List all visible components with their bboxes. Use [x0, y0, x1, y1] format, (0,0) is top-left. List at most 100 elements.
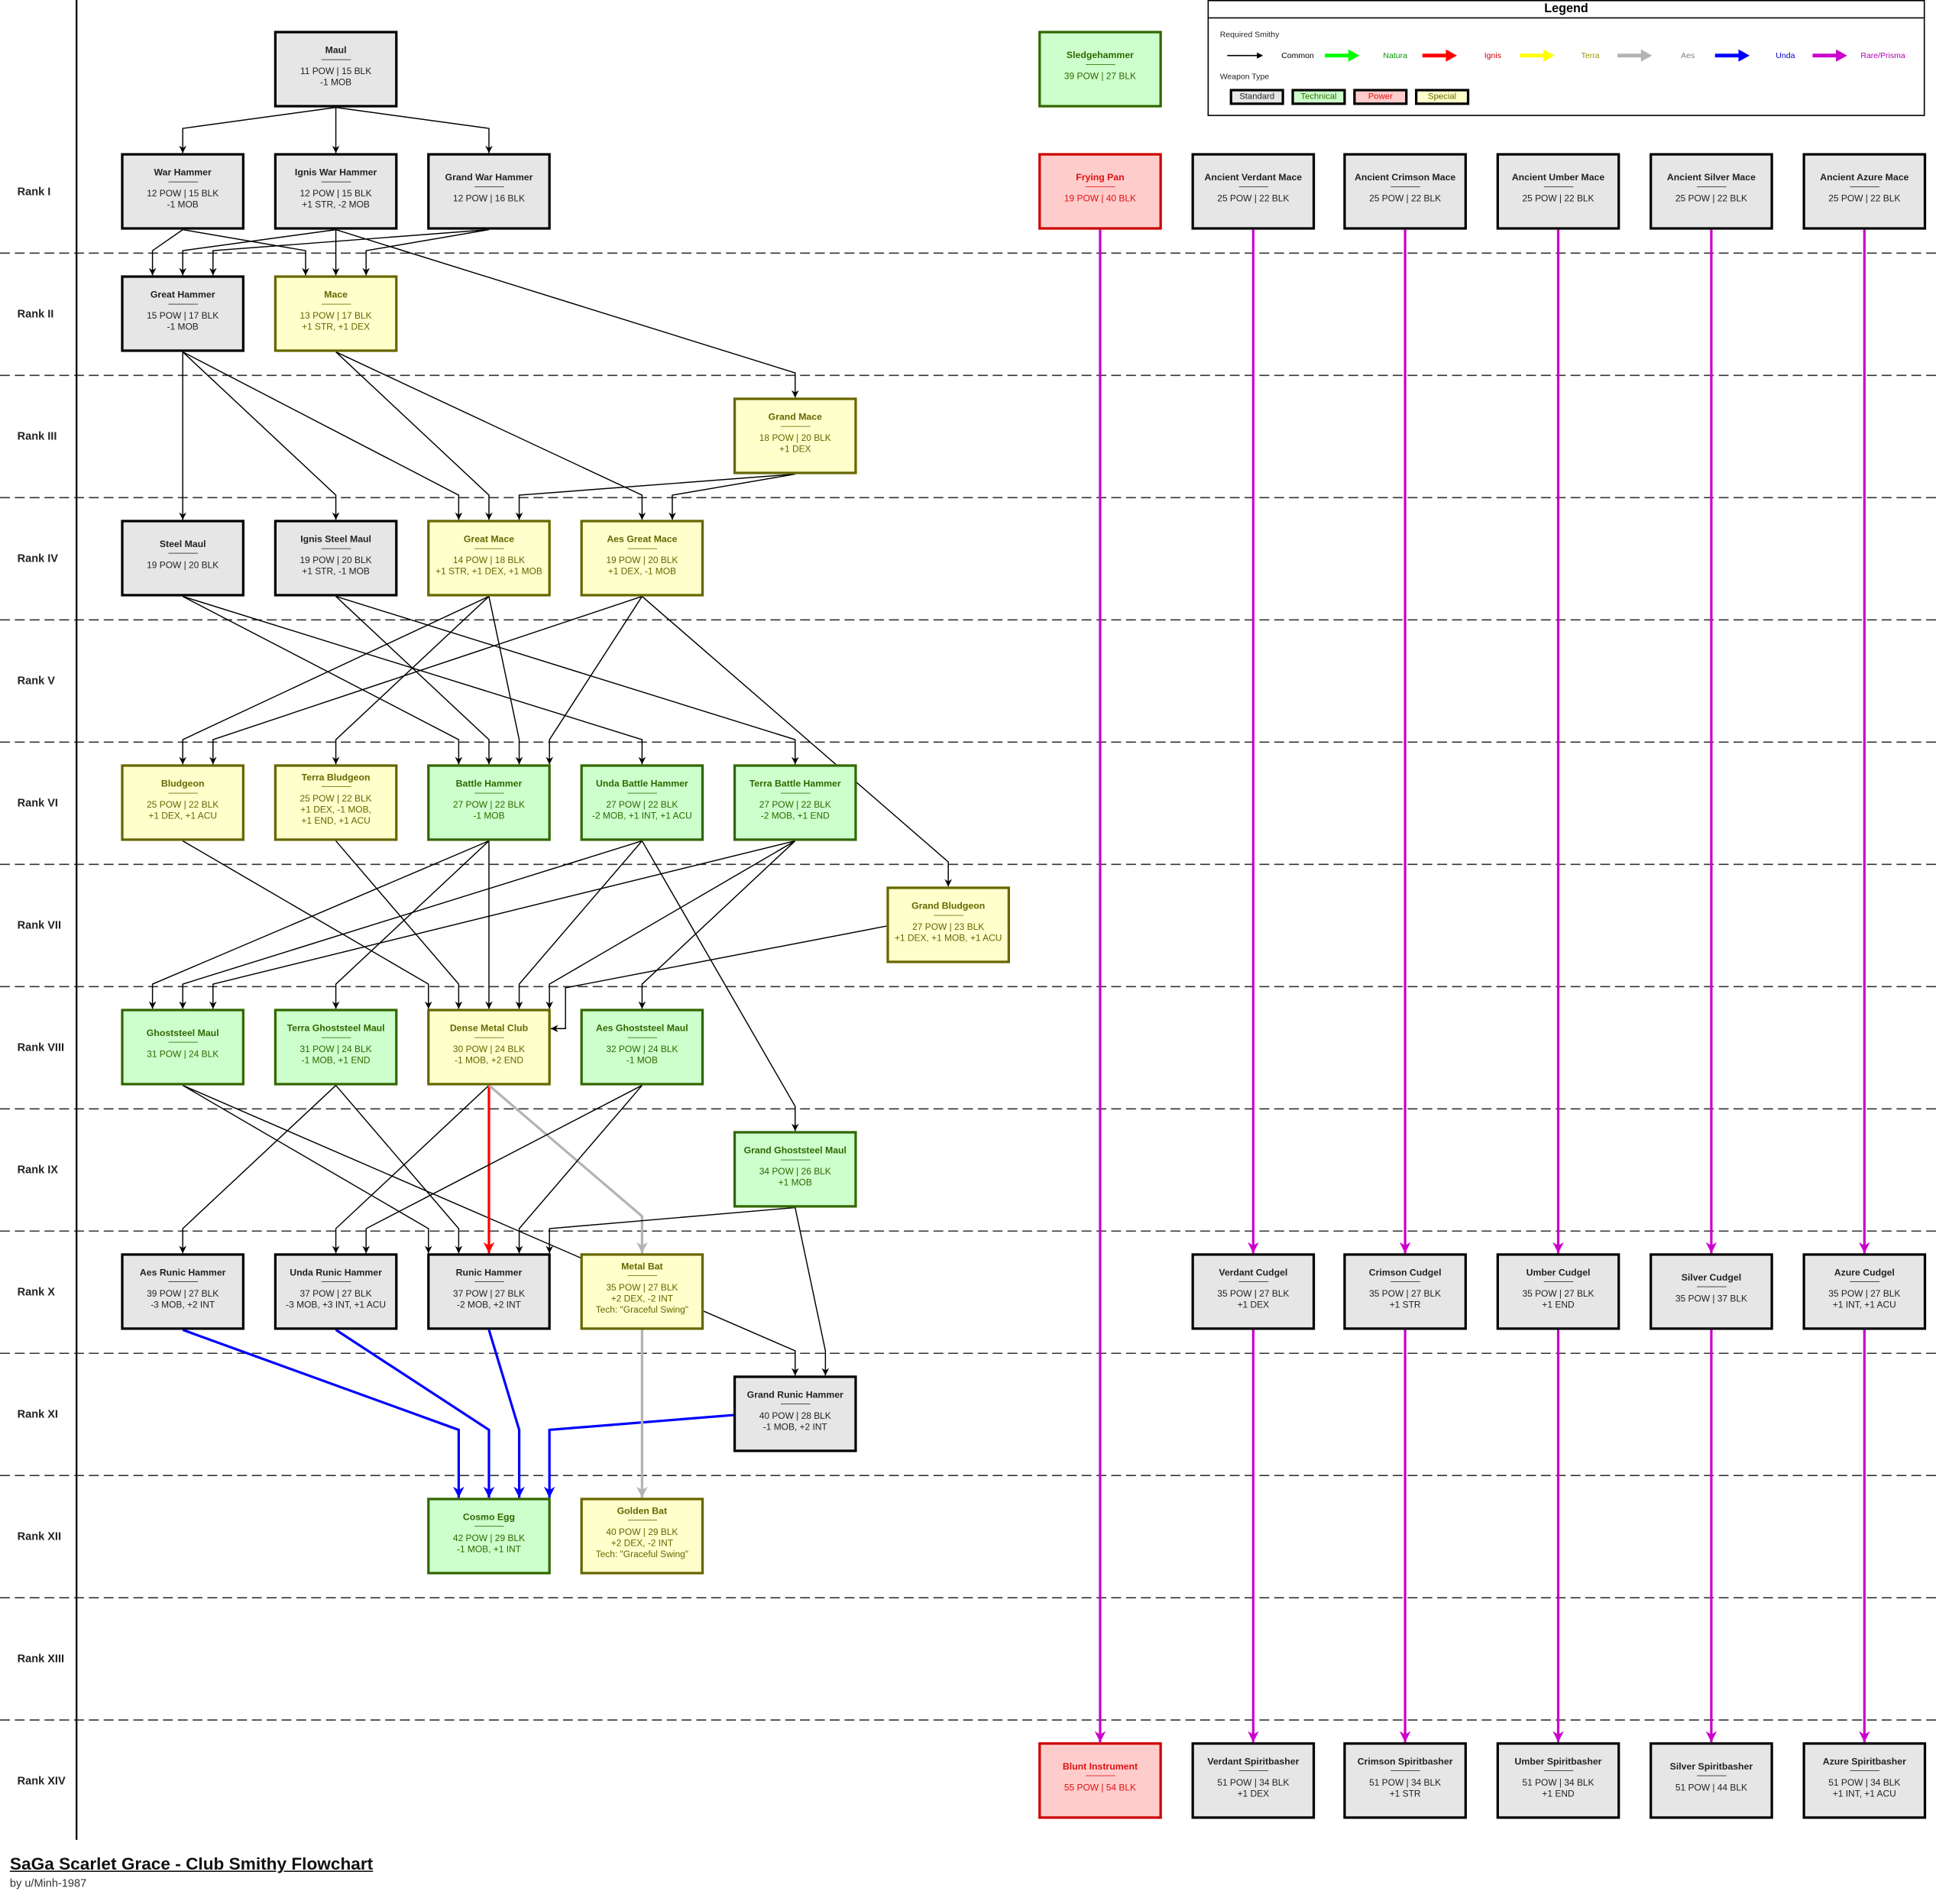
weapon-separator: -----------------	[474, 183, 504, 192]
weapon-separator: -----------------	[321, 1278, 351, 1287]
weapon-node-great-hammer: Great Hammer-----------------15 POW | 17…	[121, 275, 244, 352]
legend-smithy-label: Common	[1281, 51, 1314, 60]
arrow-icon	[1520, 49, 1555, 62]
weapon-stats: +1 STR, +1 DEX, +1 MOB	[435, 565, 542, 576]
weapon-node-metal-bat: Metal Bat-----------------35 POW | 27 BL…	[580, 1253, 704, 1330]
edge-ignis-steel-maul-to-terra-battle-hammer	[335, 595, 799, 765]
weapon-name: Verdant Cudgel	[1219, 1266, 1288, 1277]
weapon-node-grand-runic-hammer: Grand Runic Hammer-----------------40 PO…	[733, 1375, 857, 1452]
weapon-name: Umber Cudgel	[1526, 1266, 1591, 1277]
edge-terra-battle-hammer-to-dense-metal-club	[546, 840, 796, 1009]
weapon-separator: -----------------	[1543, 183, 1573, 192]
weapon-name: Dense Metal Club	[449, 1022, 529, 1033]
weapon-stats: +1 INT, +1 ACU	[1832, 1298, 1896, 1310]
weapon-stats: 42 POW | 29 BLK	[452, 1531, 525, 1543]
weapon-node-golden-bat: Golden Bat-----------------40 POW | 29 B…	[580, 1498, 704, 1575]
weapon-separator: -----------------	[627, 1273, 657, 1281]
legend-type-technical: Technical	[1291, 89, 1346, 105]
edge-battle-hammer-to-ghoststeel-maul	[148, 840, 490, 1009]
legend-smithy-label: Rare/Prisma	[1860, 51, 1905, 60]
weapon-node-war-hammer: War Hammer-----------------12 POW | 15 B…	[121, 153, 244, 230]
weapon-name: Ignis Steel Maul	[300, 533, 371, 544]
weapon-stats: 35 POW | 27 BLK	[606, 1281, 678, 1294]
weapon-stats: 27 POW | 22 BLK	[759, 798, 831, 810]
legend-title: Legend	[1209, 2, 1924, 19]
arrow-icon	[1325, 49, 1360, 62]
weapon-stats: -1 MOB	[626, 1054, 658, 1065]
legend-type-special: Special	[1415, 89, 1470, 105]
edge-terra-bludgeon-to-dense-metal-club	[335, 840, 463, 1009]
weapon-name: Silver Spiritbasher	[1669, 1760, 1753, 1773]
weapon-node-grand-bludgeon: Grand Bludgeon-----------------27 POW | …	[886, 886, 1010, 963]
weapon-separator: -----------------	[321, 300, 351, 309]
weapon-node-ancient-verdant-mace: Ancient Verdant Mace-----------------25 …	[1191, 153, 1316, 230]
edge-great-hammer-to-great-mace	[182, 351, 463, 520]
weapon-node-umber-spiritbasher: Umber Spiritbasher-----------------51 PO…	[1496, 1742, 1620, 1819]
rank-label: Rank XII	[17, 1530, 62, 1543]
weapon-separator: -----------------	[1390, 183, 1420, 192]
weapon-separator: -----------------	[780, 423, 811, 431]
weapon-node-unda-battle-hammer: Unda Battle Hammer-----------------27 PO…	[580, 764, 704, 841]
weapon-stats: -1 MOB, +1 END	[301, 1054, 371, 1065]
weapon-separator: -----------------	[167, 1039, 198, 1048]
legend-smithy-unda: Unda	[1714, 48, 1811, 63]
edge-ignis-war-hammer-to-grand-mace	[335, 228, 799, 398]
weapon-stats: +1 END	[1542, 1298, 1575, 1310]
weapon-node-crimson-spiritbasher: Crimson Spiritbasher-----------------51 …	[1343, 1742, 1467, 1819]
rank-label: Rank XIII	[17, 1652, 65, 1665]
weapon-separator: -----------------	[321, 1034, 351, 1042]
weapon-separator: -----------------	[474, 789, 504, 798]
edge-ghoststeel-maul-to-grand-runic-hammer	[182, 1084, 799, 1376]
weapon-stats: -1 MOB, +2 INT	[762, 1420, 827, 1432]
weapon-name: Metal Bat	[621, 1261, 663, 1272]
weapon-node-terra-ghoststeel-maul: Terra Ghoststeel Maul-----------------31…	[274, 1009, 398, 1086]
arrow-icon	[1227, 52, 1264, 59]
weapon-separator: -----------------	[1390, 1278, 1420, 1287]
weapon-name: Cosmo Egg	[462, 1511, 516, 1522]
rank-label: Rank VIII	[17, 1041, 65, 1054]
weapon-separator: -----------------	[1238, 1767, 1268, 1776]
weapon-name: Great Mace	[463, 533, 515, 544]
weapon-separator: -----------------	[780, 1156, 811, 1164]
weapon-separator: -----------------	[1238, 183, 1268, 192]
weapon-stats: +2 DEX, -2 INT	[610, 1293, 674, 1304]
weapon-separator: -----------------	[1238, 1278, 1268, 1287]
weapon-stats: 35 POW | 27 BLK	[1828, 1287, 1901, 1299]
weapon-stats: 19 POW | 20 BLK	[147, 559, 219, 571]
edge-aes-runic-hammer-to-cosmo-egg	[182, 1329, 465, 1498]
weapon-stats: -1 MOB, +1 INT	[456, 1543, 521, 1554]
edge-steel-maul-to-battle-hammer	[182, 595, 463, 765]
arrow-icon	[1617, 49, 1653, 62]
weapon-stats: +2 DEX, -2 INT	[610, 1537, 674, 1549]
weapon-node-umber-cudgel: Umber Cudgel-----------------35 POW | 27…	[1496, 1253, 1620, 1330]
edge-aes-ghoststeel-maul-to-unda-runic-hammer	[362, 1084, 643, 1254]
weapon-node-sledgehammer: Sledgehammer-----------------39 POW | 27…	[1038, 31, 1162, 108]
legend-smithy-label: Aes	[1681, 51, 1695, 60]
weapon-node-blunt-instrument: Blunt Instrument-----------------55 POW …	[1038, 1742, 1162, 1819]
legend-smithy-label: Natura	[1383, 51, 1407, 60]
edge-terra-battle-hammer-to-ghoststeel-maul	[209, 840, 795, 1009]
weapon-node-azure-cudgel: Azure Cudgel-----------------35 POW | 27…	[1802, 1253, 1927, 1330]
edge-aes-great-mace-to-battle-hammer	[546, 596, 643, 765]
weapon-name: Runic Hammer	[455, 1266, 523, 1277]
weapon-stats: 25 POW | 22 BLK	[1369, 193, 1442, 204]
weapon-node-grand-war-hammer: Grand War Hammer-----------------12 POW …	[427, 153, 551, 230]
weapon-separator: -----------------	[1085, 183, 1115, 192]
weapon-stats: 25 POW | 22 BLK	[147, 798, 219, 810]
weapon-stats: +1 STR, +1 DEX	[302, 320, 371, 332]
legend-smithy-label: Unda	[1776, 51, 1795, 60]
weapon-node-silver-cudgel: Silver Cudgel-----------------35 POW | 3…	[1649, 1253, 1773, 1330]
weapon-node-verdant-spiritbasher: Verdant Spiritbasher-----------------51 …	[1191, 1742, 1316, 1819]
weapon-stats: +1 STR	[1389, 1787, 1421, 1799]
rank-label: Rank VI	[17, 796, 58, 809]
edge-dense-metal-club-to-unda-runic-hammer	[332, 1085, 490, 1254]
weapon-stats: -1 MOB	[319, 76, 352, 87]
weapon-node-grand-ghoststeel-maul: Grand Ghoststeel Maul-----------------34…	[733, 1131, 857, 1208]
weapon-separator: -----------------	[627, 1034, 657, 1042]
weapon-node-bludgeon: Bludgeon-----------------25 POW | 22 BLK…	[121, 764, 244, 841]
edge-aes-great-mace-to-grand-bludgeon	[641, 596, 953, 887]
weapon-name: Ghoststeel Maul	[146, 1027, 219, 1039]
weapon-separator: -----------------	[321, 784, 351, 792]
weapon-name: Grand Bludgeon	[911, 899, 986, 911]
